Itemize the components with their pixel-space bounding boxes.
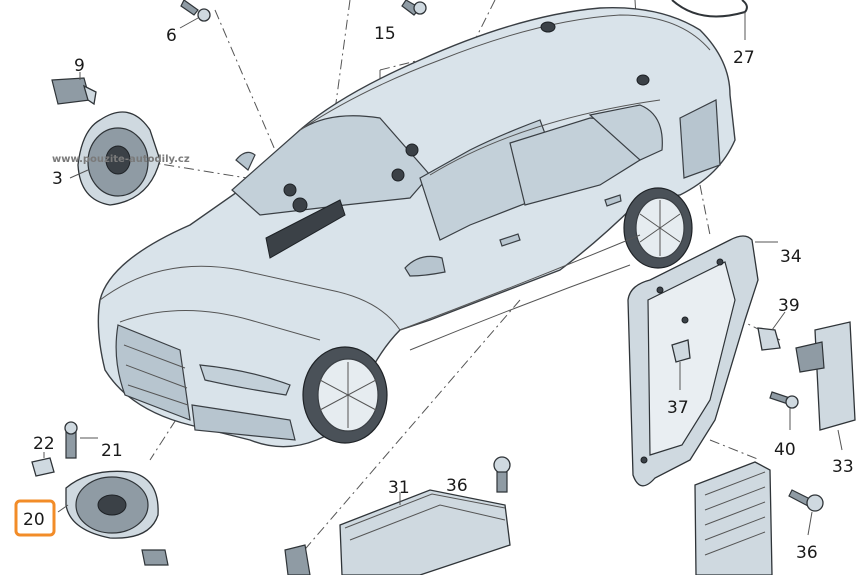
part-3-speaker	[69, 111, 161, 206]
callout-31: 31	[388, 478, 410, 498]
callout-9: 9	[74, 56, 85, 76]
callout-34: 34	[780, 247, 802, 267]
part-20-speaker	[57, 470, 169, 566]
part-36-screw-center	[493, 456, 511, 493]
part-21-screw	[64, 421, 98, 459]
callout-36-right: 36	[796, 543, 818, 563]
part-37-clip	[671, 339, 691, 390]
watermark: www.pouzite-autodily.cz	[52, 154, 190, 165]
part-36-screw-right	[788, 489, 824, 536]
highlight-box	[14, 499, 56, 537]
callout-37: 37	[667, 398, 689, 418]
callout-22: 22	[33, 434, 55, 454]
callout-6: 6	[166, 26, 177, 46]
part-31-amplifier	[284, 489, 511, 575]
part-6-screw	[179, 0, 211, 29]
callout-labels: 6 15 27 9 3 34 39 37 40 33 22 21 31 36 3…	[33, 24, 854, 563]
part-40-screw	[769, 391, 799, 430]
callout-21: 21	[101, 441, 123, 461]
part-15-clip	[401, 0, 427, 16]
callout-36-center: 36	[446, 476, 468, 496]
callout-40: 40	[774, 440, 796, 460]
part-39-nut	[757, 311, 786, 351]
callout-15: 15	[374, 24, 396, 44]
part-9-connector	[51, 72, 97, 106]
part-34-bracket	[627, 235, 778, 487]
callout-3: 3	[52, 169, 63, 189]
amplifier-unit	[694, 461, 773, 575]
part-33-module	[795, 321, 856, 451]
callout-33: 33	[832, 457, 854, 477]
car-illustration	[97, 6, 736, 448]
part-22-clip	[31, 452, 55, 477]
callout-39: 39	[778, 296, 800, 316]
part-27-cable	[671, 0, 748, 40]
callout-20-highlight[interactable]: 20	[14, 499, 56, 537]
callout-20: 20	[23, 510, 45, 530]
callout-27: 27	[733, 48, 755, 68]
